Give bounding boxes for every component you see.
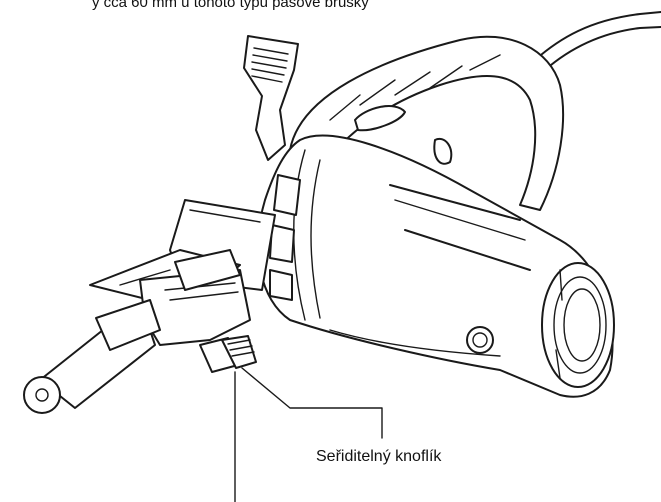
callout-leader xyxy=(234,367,383,502)
adjustment-knob-label: Seřiditelný knoflík xyxy=(316,448,442,465)
sanding-belt xyxy=(23,299,161,414)
front-roller xyxy=(23,376,61,414)
lock-button xyxy=(466,326,494,354)
motor-handle xyxy=(289,35,565,211)
power-cord xyxy=(534,11,661,71)
belt-arm-frame xyxy=(89,199,276,346)
belt-tension-lever xyxy=(243,35,299,161)
top-caption-cropped: y cca 60 mm u tohoto typu pásové brusky xyxy=(92,0,369,11)
adjustment-knob xyxy=(199,335,257,373)
motor-end-cap xyxy=(541,262,615,388)
